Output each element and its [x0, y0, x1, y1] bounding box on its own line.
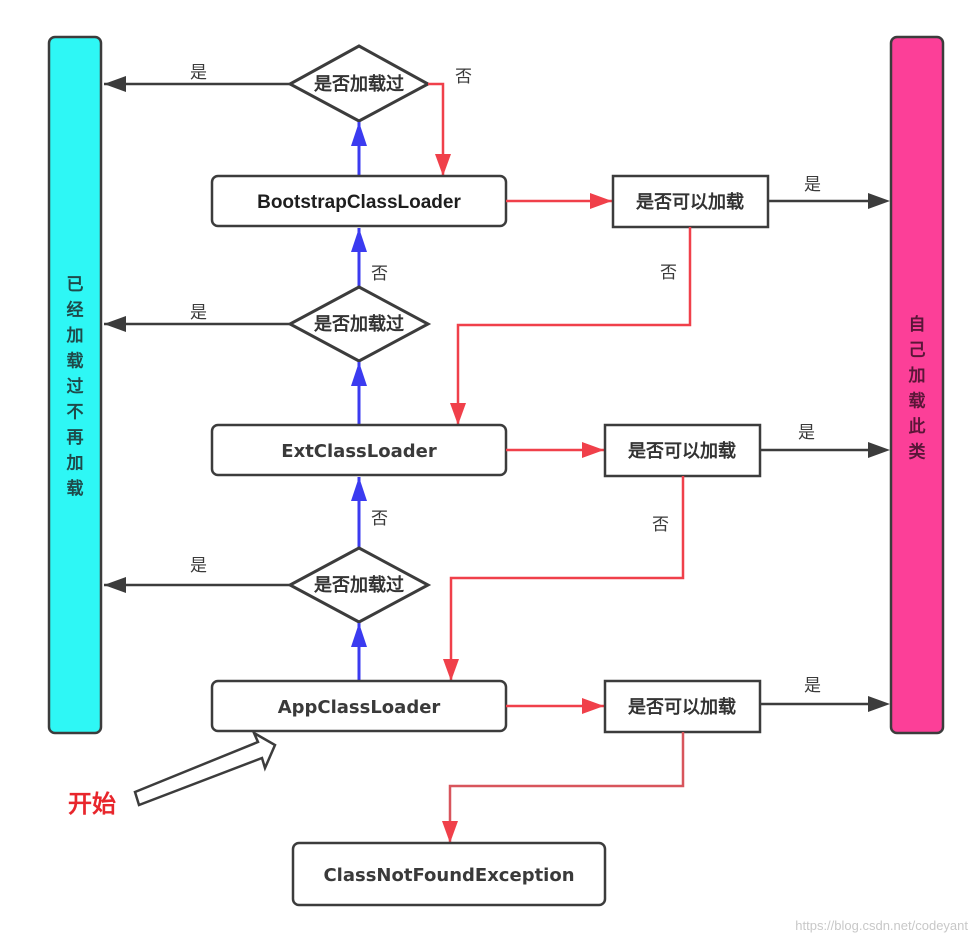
no-label: 否: [455, 67, 472, 87]
arrowhead-icon: [351, 362, 367, 386]
loader-name: AppClassLoader: [278, 697, 441, 718]
no-arrow: [448, 732, 685, 842]
loader-name: ExtClassLoader: [281, 441, 437, 462]
bar-label-char: 加: [66, 454, 84, 474]
decision-label: 是否加载过: [313, 73, 404, 95]
yes-label: 是: [804, 676, 821, 696]
decision-loaded-ext: 是否加载过: [286, 285, 432, 363]
ext-class-loader-node: ExtClassLoader: [210, 423, 508, 477]
watermark: https://blog.csdn.net/codeyant: [795, 918, 968, 933]
start-label: 开始: [68, 790, 116, 818]
arrowhead-icon: [104, 577, 126, 593]
can-load-decision-app: 是否可以加载: [603, 679, 762, 734]
bar-label-char: 再: [67, 428, 84, 448]
hollow-arrow-icon: [133, 730, 277, 807]
no-arrow: [456, 227, 692, 424]
arrowhead-icon: [435, 154, 451, 176]
yes-label: 是: [190, 63, 207, 83]
can-load-label: 是否可以加载: [635, 191, 744, 213]
no-label: 否: [660, 263, 677, 283]
no-label: 否: [371, 264, 388, 284]
arrowhead-icon: [104, 76, 126, 92]
arrowhead-icon: [443, 659, 459, 681]
bar-label-char: 已: [67, 275, 84, 295]
bar-label-char: 经: [67, 300, 84, 321]
bar-label-char: 载: [67, 351, 84, 372]
loader-name: BootstrapClassLoader: [257, 192, 461, 213]
arrowhead-icon: [351, 623, 367, 647]
can-load-decision-bootstrap: 是否可以加载: [611, 174, 770, 229]
can-load-label: 是否可以加载: [627, 440, 736, 462]
arrowhead-icon: [868, 442, 890, 458]
bar-label-char: 类: [909, 442, 927, 463]
bar-label-char: 载: [909, 391, 926, 412]
no-arrow: [428, 82, 445, 176]
arrowhead-icon: [351, 477, 367, 501]
yes-label: 是: [804, 175, 821, 195]
decision-label: 是否加载过: [313, 313, 404, 335]
bar-label-char: 己: [909, 341, 926, 361]
can-load-decision-ext: 是否可以加载: [603, 423, 762, 478]
bar-label-char: 载: [67, 478, 84, 499]
no-label: 否: [652, 515, 669, 535]
arrowhead-icon: [582, 698, 604, 714]
decision-loaded-app: 是否加载过: [286, 546, 432, 624]
arrowhead-icon: [104, 316, 126, 332]
decision-loaded-bootstrap: 是否加载过: [286, 44, 432, 123]
no-label: 否: [371, 509, 388, 529]
class-not-found-exception-node: ClassNotFoundException: [291, 841, 607, 907]
bar-label-char: 自: [909, 314, 926, 335]
exception-name: ClassNotFoundException: [323, 865, 574, 886]
bar-label-char: 过: [67, 377, 84, 397]
arrowhead-icon: [868, 193, 890, 209]
can-load-label: 是否可以加载: [627, 696, 736, 718]
bar-label-char: 加: [908, 366, 926, 386]
arrowhead-icon: [590, 193, 612, 209]
yes-label: 是: [190, 303, 207, 323]
arrowhead-icon: [582, 442, 604, 458]
decision-label: 是否加载过: [313, 574, 404, 596]
bar-label-char: 加: [66, 326, 84, 346]
yes-label: 是: [190, 556, 207, 576]
arrowhead-icon: [450, 403, 466, 425]
bar-label-char: 不: [67, 403, 84, 423]
arrowhead-icon: [442, 821, 458, 843]
start-marker: 开始: [68, 730, 277, 818]
arrowhead-icon: [351, 122, 367, 146]
bar-label-char: 此: [909, 416, 926, 437]
bootstrap-class-loader-node: BootstrapClassLoader: [210, 174, 508, 228]
arrowhead-icon: [868, 696, 890, 712]
yes-label: 是: [798, 423, 815, 443]
no-arrow: [449, 476, 685, 680]
arrowhead-icon: [351, 228, 367, 252]
app-class-loader-node: AppClassLoader: [210, 679, 508, 733]
